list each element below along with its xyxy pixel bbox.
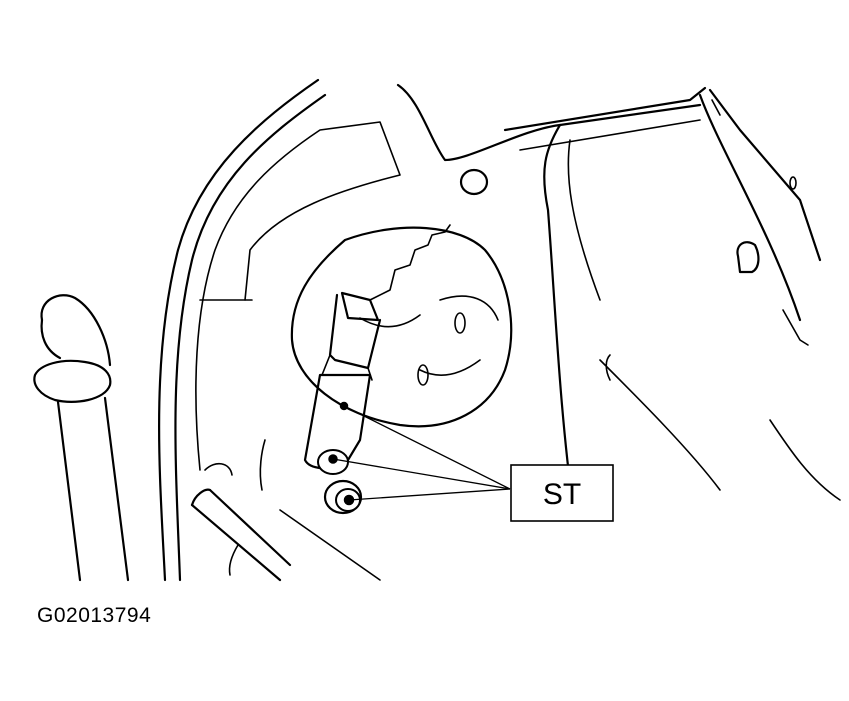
callout-box <box>510 464 614 522</box>
callout-label: ST <box>543 478 581 511</box>
inspection-opening <box>290 224 513 428</box>
lower-pipe <box>190 439 381 582</box>
leader-line-2 <box>332 458 511 490</box>
leader-line-1 <box>343 405 511 490</box>
leader-line-3 <box>348 488 511 501</box>
figure-id: G02013794 <box>37 604 152 627</box>
housing-outline <box>157 78 841 582</box>
left-dowel <box>33 294 130 582</box>
